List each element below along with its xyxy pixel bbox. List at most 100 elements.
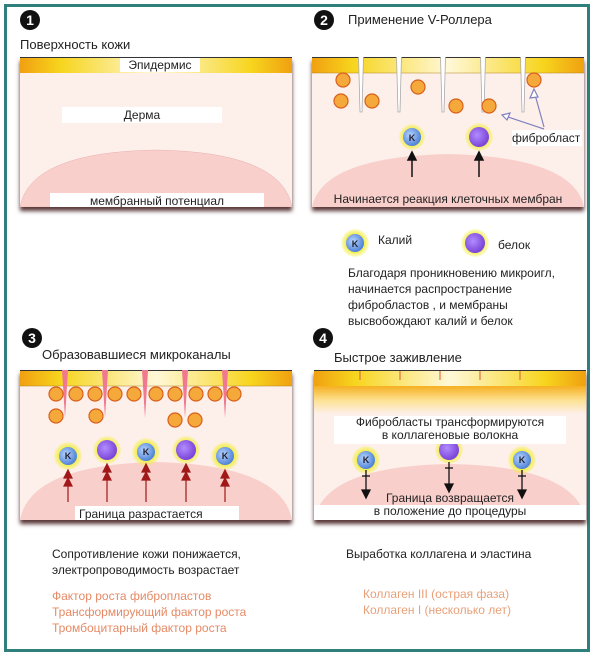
- panel-2-v-roller: K фибробласт Начинается реакция клеточны…: [312, 57, 584, 207]
- epidermis-layer: [20, 370, 292, 386]
- fibroblast-cell: [48, 386, 64, 402]
- protein-cell: [439, 440, 459, 460]
- microneedle: [520, 57, 526, 113]
- microneedle: [358, 57, 364, 113]
- panel-1-skin-surface: Эпидермис Дерма мембранный потенциал: [20, 57, 292, 207]
- panel-2-title: Применение V-Роллера: [348, 12, 492, 27]
- description-line: начинается распространение: [348, 282, 513, 296]
- fibroblast-cell: [481, 98, 497, 114]
- healing-layer: [314, 386, 586, 414]
- panel-1-title: Поверхность кожи: [20, 37, 131, 52]
- fibroblast-pointer-arrows: [500, 87, 545, 130]
- fibroblast-cell: [448, 98, 464, 114]
- healed-channels: [359, 371, 521, 380]
- boundary-grows-label: Граница разрастается: [75, 506, 239, 520]
- potassium-cell: [357, 451, 375, 469]
- microchannel: [62, 370, 68, 418]
- dermis-label: Дерма: [62, 107, 222, 123]
- fibroblast-cell: [333, 93, 349, 109]
- potassium-symbol: K: [65, 451, 72, 461]
- release-arrows: [406, 150, 485, 177]
- legend-protein-icon: [461, 229, 489, 257]
- panel-4-description: Выработка коллагена и эластина: [346, 547, 532, 561]
- panel-4-title: Быстрое заживление: [334, 350, 462, 365]
- fibroblast-cell: [410, 79, 426, 95]
- panel-3-description: Сопротивление кожи понижается, электропр…: [52, 546, 241, 578]
- growth-arrows: [63, 462, 230, 502]
- fibroblast-cell: [187, 412, 203, 428]
- membrane-potential-label: мембранный потенциал: [50, 193, 264, 207]
- description-line: Благодаря проникновению микроигл,: [348, 266, 555, 280]
- step-number-1: 1: [20, 10, 40, 30]
- fibroblast-cell: [107, 386, 123, 402]
- microchannel: [222, 370, 228, 418]
- membrane-dome: [20, 149, 292, 207]
- boundary-return-label: Граница возвращается в положение до проц…: [314, 492, 586, 520]
- potassium-symbol: K: [519, 455, 526, 465]
- label-line: Фибробласты трансформируются: [355, 415, 545, 429]
- legend-protein-label: белок: [498, 238, 531, 252]
- microchannels: [62, 370, 228, 418]
- step-number-2: 2: [314, 10, 334, 30]
- potassium-symbol: K: [143, 447, 150, 457]
- protein-cell: [97, 440, 117, 460]
- fibroblast-label: фибробласт: [512, 130, 582, 146]
- potassium-symbol: K: [409, 133, 416, 143]
- description-line: высвобождают калий и белок: [348, 314, 513, 328]
- growth-factor-item: Тромбоцитарный фактор роста: [52, 621, 227, 635]
- collagen-list: Коллаген III (острая фаза) Коллаген I (н…: [363, 586, 511, 618]
- potassium-cell: [403, 128, 421, 146]
- fibroblast-cell: [167, 412, 183, 428]
- legend-potassium-icon: K: [341, 229, 369, 257]
- fibroblast-cell: [207, 386, 223, 402]
- microchannel: [182, 370, 188, 418]
- fibroblast-cell: [148, 386, 164, 402]
- panel-2-description: Благодаря проникновению микроигл, начина…: [348, 265, 555, 329]
- legend-potassium-label: Калий: [378, 233, 413, 247]
- epidermis-label: Эпидермис: [120, 58, 200, 72]
- collagen-item: Коллаген I (несколько лет): [363, 603, 512, 617]
- fibroblast-cell: [188, 386, 204, 402]
- panel-4-healing: K K Фибробласты трансформируются в коллаг…: [314, 370, 586, 520]
- step-number-3: 3: [22, 328, 42, 348]
- microneedle: [480, 57, 486, 113]
- protein-cell: [176, 440, 196, 460]
- potassium-symbol: K: [363, 455, 370, 465]
- potassium-cell: [216, 447, 234, 465]
- fibroblast-cell: [167, 386, 183, 402]
- protein-cell: [469, 127, 489, 147]
- growth-factors-list: Фактор роста фибропластов Трансформирующ…: [52, 588, 246, 636]
- fibroblast-cell: [226, 386, 242, 402]
- growth-factor-item: Фактор роста фибропластов: [52, 589, 212, 603]
- panel-3-title: Образовавшиеся микроканалы: [42, 347, 231, 362]
- potassium-symbol: K: [222, 451, 229, 461]
- potassium-cell: [137, 443, 155, 461]
- fibroblast-cell: [88, 408, 104, 424]
- label-line: Граница возвращается: [385, 491, 515, 505]
- potassium-cell: [59, 447, 77, 465]
- fibroblast-cell: [48, 408, 64, 424]
- microneedle: [440, 57, 446, 113]
- label-line: в коллагеновые волокна: [381, 428, 519, 442]
- fibroblast-cell: [87, 386, 103, 402]
- fibroblast-cell: [364, 93, 380, 109]
- description-line: Сопротивление кожи понижается,: [52, 547, 241, 561]
- epidermis-layer: [314, 370, 586, 386]
- epidermis-layer: [312, 57, 584, 73]
- microchannel: [102, 370, 108, 418]
- growth-factor-item: Трансформирующий фактор роста: [52, 605, 247, 619]
- microneedles: [358, 57, 526, 113]
- collagen-item: Коллаген III (острая фаза): [363, 587, 510, 601]
- label-line: в положение до процедуры: [373, 504, 527, 518]
- fibroblast-cell: [68, 386, 84, 402]
- fibroblast-cell: [126, 386, 142, 402]
- membrane-reaction-label: Начинается реакция клеточных мембран: [333, 192, 563, 206]
- panel-3-microchannels: K K K Граница разрастается: [20, 370, 292, 520]
- svg-text:K: K: [352, 239, 359, 249]
- fibroblast-cell: [526, 72, 542, 88]
- potassium-cell: [513, 451, 531, 469]
- microchannel: [142, 370, 148, 418]
- description-line: электропроводимость возрастает: [52, 563, 240, 577]
- step-number-4: 4: [313, 328, 333, 348]
- fibroblast-cell: [335, 72, 351, 88]
